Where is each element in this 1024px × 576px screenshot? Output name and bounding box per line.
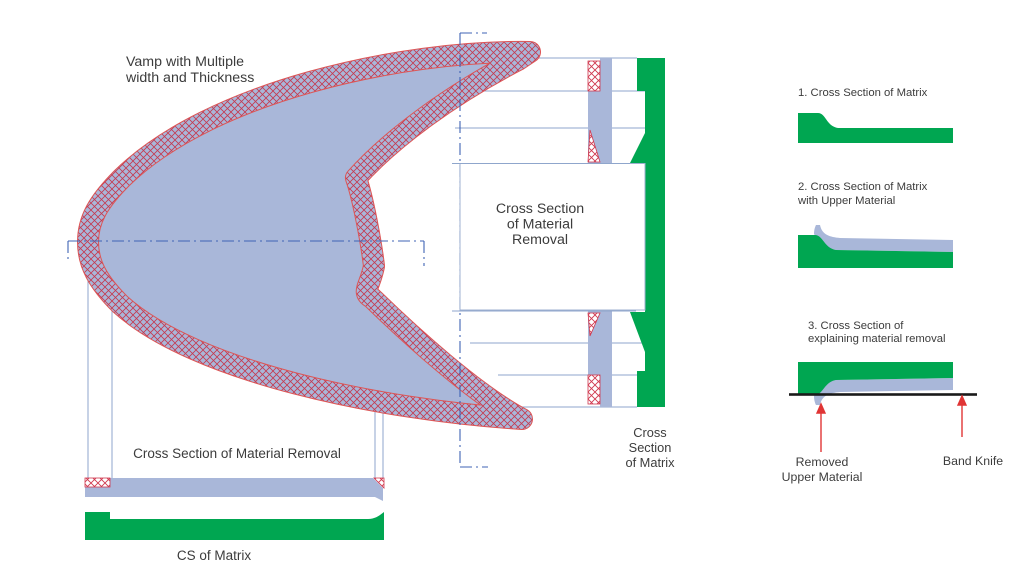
band-knife-line [789,393,977,396]
step2-matrix-shape [798,235,953,268]
centerlines [67,32,488,468]
vamp-label-line2: width and Thickness [125,70,254,86]
removal-hatch-lower-wedge [587,312,601,337]
removal-hatch-upper-wedge [587,129,601,163]
step2-label-line1: 2. Cross Section of Matrix [798,181,928,193]
annotation-arrows [815,394,968,452]
vamp-label-line1: Vamp with Multiple [126,54,244,70]
arrow-removed-material-head [815,402,827,414]
steps-panel: 1. Cross Section of Matrix 2. Cross Sect… [782,87,1004,484]
step2-upper-shape [814,225,953,252]
matrix-cs-label-line1: Cross [633,425,666,440]
bottom-matrix-label: CS of Matrix [177,548,252,563]
bottom-removal-hatch-left [84,477,111,488]
bottom-matrix-green [85,512,384,540]
band-knife-label: Band Knife [943,454,1003,468]
removed-label-line1: Removed [796,455,849,469]
bottom-cross-section [84,477,385,540]
removal-hatch-top [587,60,601,92]
section-label-box: Cross Section of Material Removal [452,163,646,312]
step3-label-line2: explaining material removal [808,333,946,345]
removal-hatch-bottom [587,374,601,405]
removed-label-line2: Upper Material [782,470,863,484]
bottom-cs-label: Cross Section of Material Removal [133,446,341,461]
step2-label-line2: with Upper Material [797,195,895,207]
matrix-cs-label-line3: of Matrix [625,455,675,470]
matrix-right-green [630,58,665,407]
matrix-cs-label-line2: Section [629,440,672,455]
box-label-line3: Removal [512,232,568,248]
centerline-horizontal [67,240,425,266]
step3-matrix-shape [798,362,953,395]
bottom-removal-bar [85,478,383,501]
step3-label-line1: 3. Cross Section of [808,320,904,332]
step3-upper-shape [814,378,953,405]
centerline-vertical [459,32,488,468]
step1-matrix-shape [798,113,953,143]
box-label-line1: Cross Section [496,201,584,217]
step1-label: 1. Cross Section of Matrix [798,87,928,99]
arrow-band-knife-head [956,394,968,406]
bottom-removal-hatch-right [373,477,385,489]
box-label-line2: of Material [507,217,573,233]
